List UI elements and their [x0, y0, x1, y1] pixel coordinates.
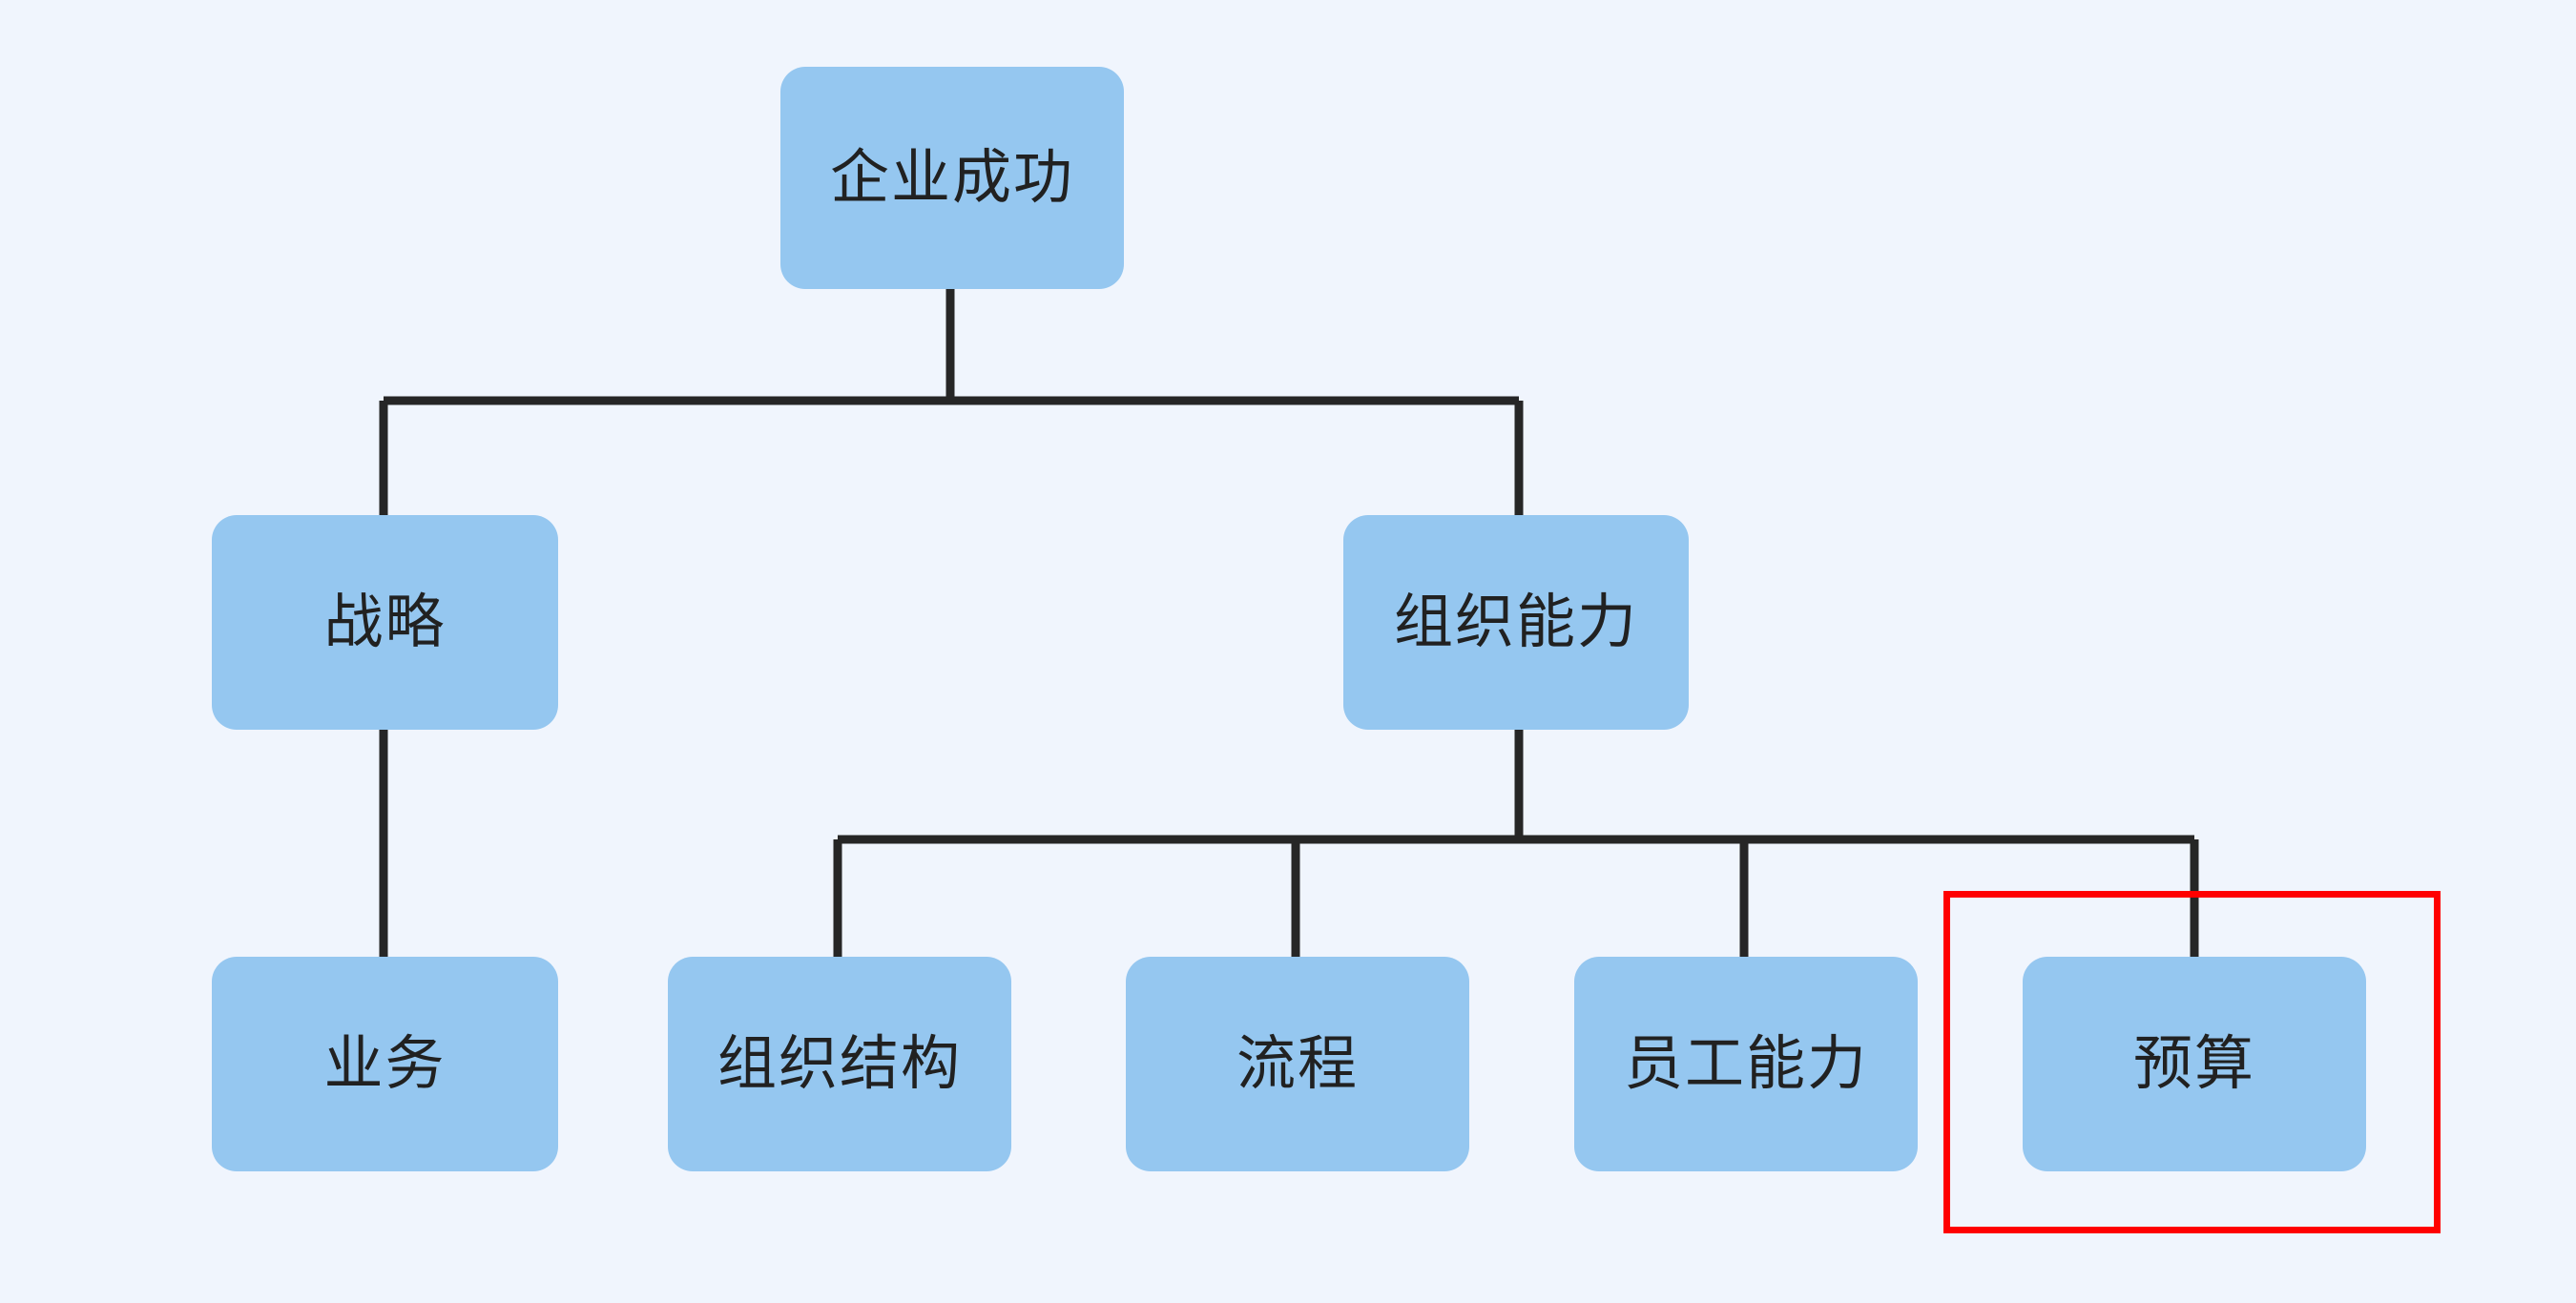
node-org-structure-label: 组织结构 [717, 1030, 962, 1097]
node-budget-label: 预算 [2132, 1030, 2255, 1097]
node-budget[interactable]: 预算 [2023, 957, 2366, 1171]
node-business[interactable]: 业务 [212, 957, 558, 1171]
node-org-capability[interactable]: 组织能力 [1343, 515, 1689, 730]
node-business-label: 业务 [323, 1030, 447, 1097]
highlight-box-budget [1943, 891, 2441, 1233]
node-org-structure[interactable]: 组织结构 [668, 957, 1011, 1171]
node-root[interactable]: 企业成功 [780, 67, 1124, 289]
node-root-label: 企业成功 [829, 144, 1074, 211]
node-employee-capability-label: 员工能力 [1623, 1030, 1868, 1097]
node-process-label: 流程 [1236, 1030, 1359, 1097]
node-strategy-label: 战略 [323, 589, 447, 655]
node-employee-capability[interactable]: 员工能力 [1574, 957, 1918, 1171]
node-process[interactable]: 流程 [1126, 957, 1469, 1171]
node-strategy[interactable]: 战略 [212, 515, 558, 730]
node-org-capability-label: 组织能力 [1393, 589, 1638, 655]
